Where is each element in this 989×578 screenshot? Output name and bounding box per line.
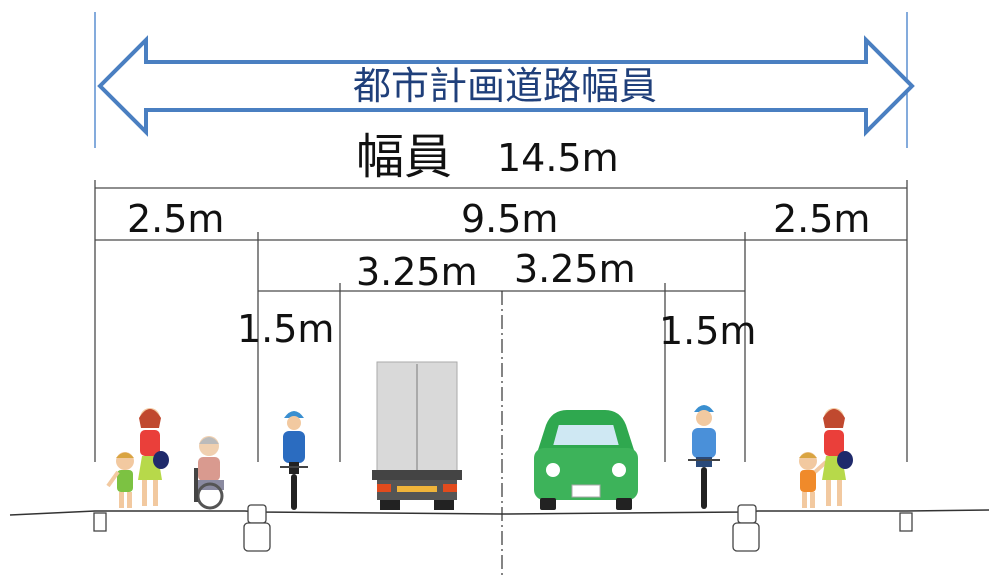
planned-road-width-label: 都市計画道路幅員: [353, 64, 657, 108]
left-bike-lane-width: 1.5m: [237, 307, 334, 351]
planned-road-width-arrow: [97, 35, 915, 137]
left-lane-width: 3.25m: [356, 250, 478, 294]
road-surface-line: [9, 509, 989, 516]
pedestrian-child-icon: [799, 452, 828, 508]
wheelchair-user-icon: [194, 436, 224, 510]
cyclist-icon: [280, 411, 308, 510]
pedestrian-child-icon: [106, 452, 134, 508]
right-sidewalk-width: 2.5m: [773, 197, 870, 241]
left-sidewalk-width: 2.5m: [127, 197, 224, 241]
right-lane-width: 3.25m: [514, 247, 636, 291]
cyclist-icon: [688, 405, 720, 509]
car-icon: [534, 410, 638, 510]
extension-lines: [94, 180, 908, 462]
curb-right: [732, 504, 913, 552]
carriageway-width: 9.5m: [461, 197, 558, 241]
pedestrian-adult-icon: [822, 408, 853, 506]
curb-left: [93, 504, 271, 552]
truck-icon: [372, 361, 462, 510]
total-width-value: 14.5m: [497, 136, 619, 180]
total-width-label: 幅員: [356, 129, 452, 185]
pedestrian-adult-icon: [138, 408, 169, 506]
right-bike-lane-width: 1.5m: [659, 309, 756, 353]
